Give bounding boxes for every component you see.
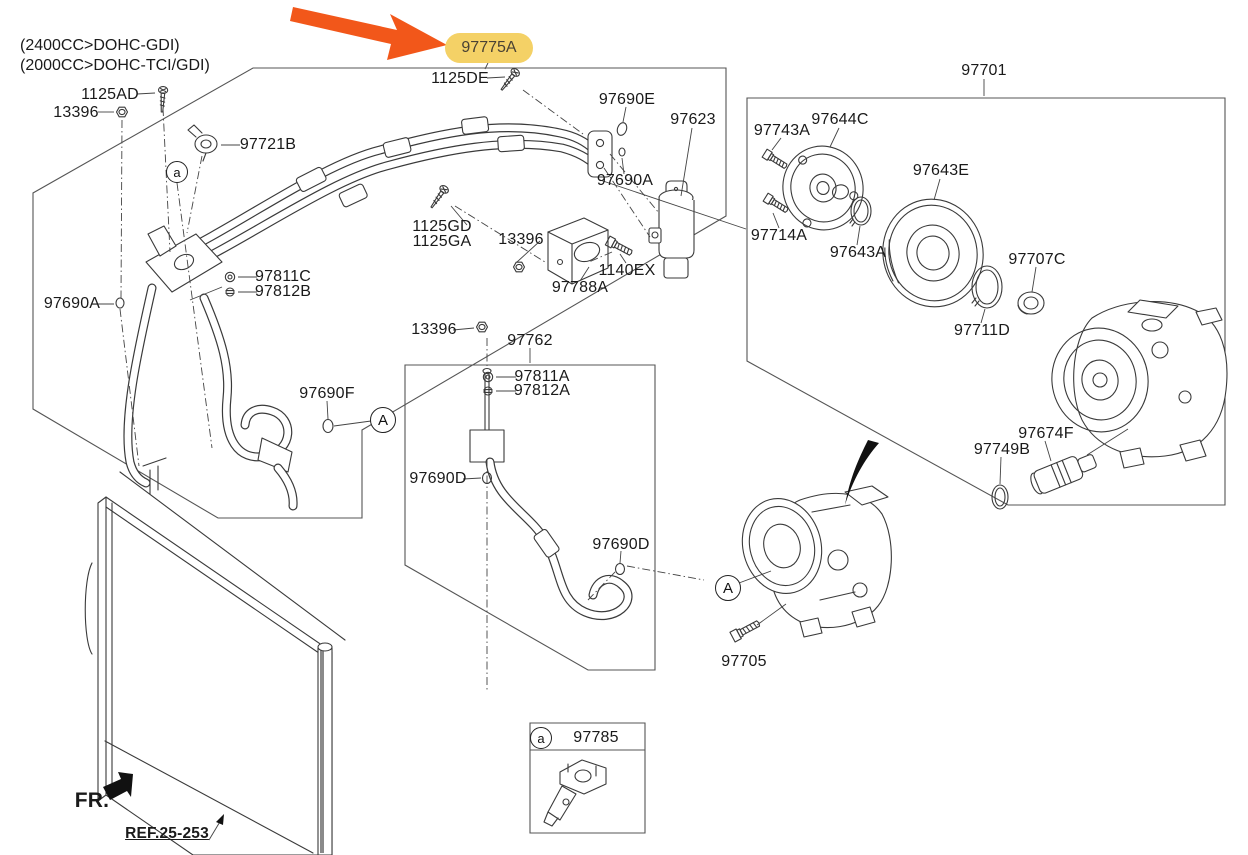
callout-a-circle-pipe: a: [166, 161, 188, 183]
o-ring-97690e: [616, 121, 629, 136]
o-ring-97690f: [323, 420, 333, 433]
part-label-97690d-box[interactable]: 97690D: [409, 470, 467, 487]
part-label-97643e[interactable]: 97643E: [912, 162, 970, 179]
part-label-13396-mid[interactable]: 13396: [498, 231, 544, 248]
valve-97674f: [1028, 449, 1099, 496]
part-label-97721b[interactable]: 97721B: [239, 136, 297, 153]
detail-box-97785: [530, 723, 645, 833]
part-label-1140ex[interactable]: 1140EX: [598, 262, 656, 279]
part-label-97812b[interactable]: 97812B: [254, 283, 312, 300]
part-label-97812a[interactable]: 97812A: [513, 382, 571, 399]
pulley-97643e: [873, 190, 993, 316]
part-label-97749b[interactable]: 97749B: [973, 441, 1031, 458]
front-direction-label: FR.: [74, 789, 110, 812]
assembly-box-97701: [747, 98, 1225, 505]
ref-link-25-253[interactable]: REF.25-253: [125, 825, 209, 842]
part-label-97762[interactable]: 97762: [507, 332, 553, 349]
part-label-97707c[interactable]: 97707C: [1008, 251, 1066, 268]
o-ring-97690a-left: [116, 298, 124, 308]
part-label-1125ad[interactable]: 1125AD: [81, 86, 139, 103]
fr-arrow-icon: [103, 772, 133, 800]
callout-A-circle-compressor: A: [715, 575, 741, 601]
ref-arrow-icon: [209, 814, 224, 840]
part-label-97701[interactable]: 97701: [961, 62, 1007, 79]
part-label-13396-top[interactable]: 13396: [53, 104, 99, 121]
part-label-1125de[interactable]: 1125DE: [431, 70, 489, 87]
part-label-97690e[interactable]: 97690E: [598, 91, 656, 108]
clutch-disc-97644c: [774, 138, 872, 239]
suction-discharge-pipe-97775a: [128, 116, 612, 506]
snap-ring-97711d: [972, 266, 1002, 308]
part-label-97811a[interactable]: 97811A: [514, 368, 570, 385]
part-label-97711d[interactable]: 97711D: [953, 322, 1011, 339]
part-label-97705[interactable]: 97705: [721, 653, 767, 670]
snap-ring-97643a: [850, 197, 871, 226]
part-label-97623[interactable]: 97623: [670, 111, 716, 128]
compressor-body-bottom: [732, 486, 891, 637]
part-label-97714a[interactable]: 97714A: [750, 227, 808, 244]
part-label-97643a[interactable]: 97643A: [829, 244, 887, 261]
part-label-97743a[interactable]: 97743A: [753, 122, 811, 139]
part-label-97644c[interactable]: 97644C: [811, 111, 869, 128]
part-label-97690a-left[interactable]: 97690A: [43, 295, 101, 312]
assembly-box-97775a: [33, 68, 726, 518]
o-ring-97690a-valve: [619, 148, 625, 156]
callout-A-circle-hose: A: [370, 407, 396, 433]
highlight-arrow-icon: [290, 7, 447, 60]
bracket-97788a: [548, 218, 608, 284]
part-label-97811c[interactable]: 97811C: [254, 268, 312, 285]
o-ring-97749b: [992, 485, 1008, 509]
bracket-part-97785: [544, 760, 606, 826]
condenser-drawing: [85, 458, 345, 855]
o-ring-97690d-out: [616, 564, 625, 575]
compressor-body-right: [1044, 300, 1227, 468]
callout-a-circle-detail-box: a: [530, 727, 552, 749]
part-label-97690d-out[interactable]: 97690D: [592, 536, 650, 553]
clamp-97721b: [188, 125, 217, 161]
part-label-13396-low[interactable]: 13396: [411, 321, 457, 338]
part-label-1125gd[interactable]: 1125GD: [412, 218, 472, 235]
coil-97707c: [1018, 292, 1044, 314]
part-label-97690f[interactable]: 97690F: [299, 385, 355, 402]
swoosh-arrow-icon: [845, 440, 879, 505]
leader-lines: [97, 63, 1128, 690]
liquid-hose-97762: [470, 369, 628, 616]
engine-variant-note-1: (2400CC>DOHC-GDI): [20, 37, 180, 54]
expansion-valve-97623: [649, 181, 694, 278]
part-label-97674f[interactable]: 97674F: [1018, 425, 1074, 442]
part-label-1125ga[interactable]: 1125GA: [412, 233, 472, 250]
highlighted-part-label-97775a[interactable]: 97775A: [445, 33, 533, 63]
part-label-97690a-valve[interactable]: 97690A: [596, 172, 654, 189]
part-label-97788a[interactable]: 97788A: [551, 279, 609, 296]
part-label-97785[interactable]: 97785: [573, 729, 619, 746]
assembly-box-97762: [405, 365, 655, 670]
engine-variant-note-2: (2000CC>DOHC-TCI/GDI): [20, 57, 210, 74]
